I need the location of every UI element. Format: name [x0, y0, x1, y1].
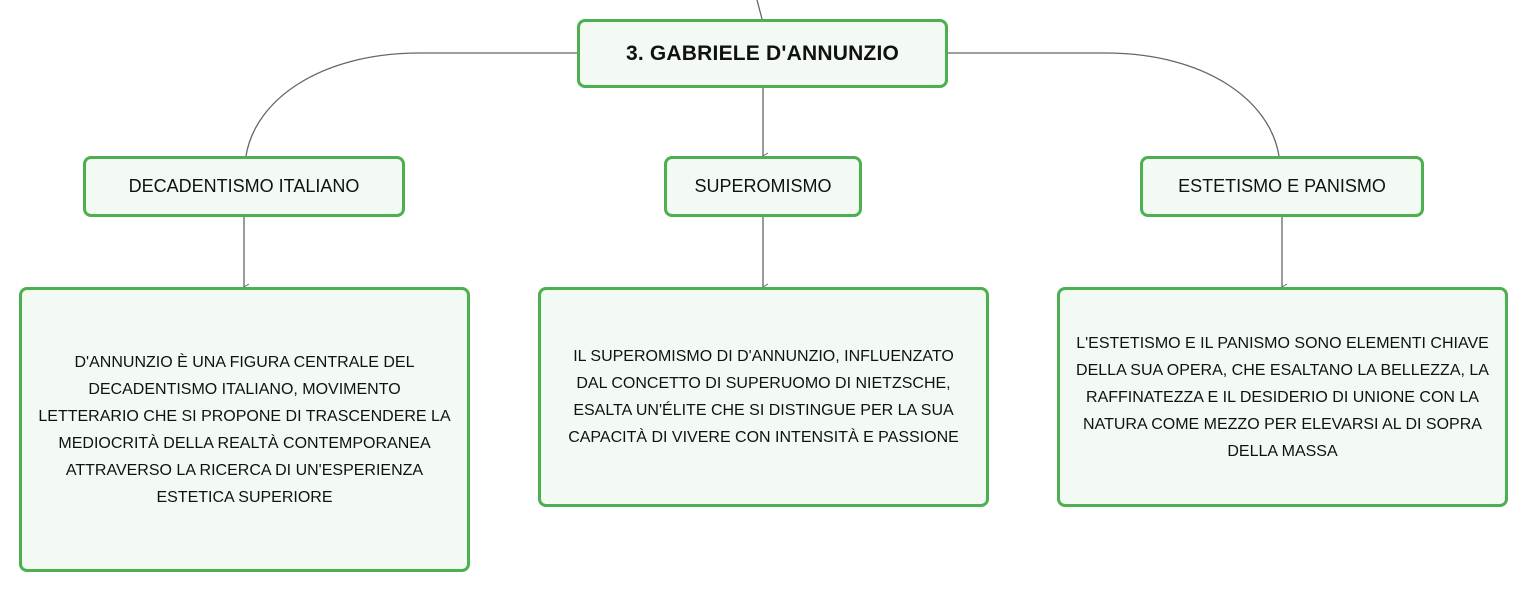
topic-label: ESTETISMO E PANISMO [1178, 176, 1386, 196]
detail-node-estetismo[interactable]: L'ESTETISMO E IL PANISMO SONO ELEMENTI C… [1057, 287, 1508, 507]
connector-root-to-estetismo [948, 52, 1280, 157]
root-node[interactable]: 3. GABRIELE D'ANNUNZIO [577, 19, 948, 88]
connector-parent [756, 0, 763, 20]
topic-node-estetismo[interactable]: ESTETISMO E PANISMO [1140, 156, 1424, 217]
topic-node-superomismo[interactable]: SUPEROMISMO [664, 156, 862, 217]
topic-label: SUPEROMISMO [694, 176, 832, 196]
detail-text: D'ANNUNZIO È UNA FIGURA CENTRALE DEL DEC… [38, 353, 451, 506]
detail-node-decadentismo[interactable]: D'ANNUNZIO È UNA FIGURA CENTRALE DEL DEC… [19, 287, 470, 572]
detail-text: IL SUPEROMISMO DI D'ANNUNZIO, INFLUENZAT… [568, 348, 959, 446]
topic-label: DECADENTISMO ITALIANO [128, 176, 360, 196]
root-label: 3. GABRIELE D'ANNUNZIO [625, 41, 900, 65]
connector-root-to-decadentismo [245, 52, 577, 157]
detail-node-superomismo[interactable]: IL SUPEROMISMO DI D'ANNUNZIO, INFLUENZAT… [538, 287, 989, 507]
detail-text: L'ESTETISMO E IL PANISMO SONO ELEMENTI C… [1076, 334, 1489, 460]
topic-node-decadentismo[interactable]: DECADENTISMO ITALIANO [83, 156, 405, 217]
